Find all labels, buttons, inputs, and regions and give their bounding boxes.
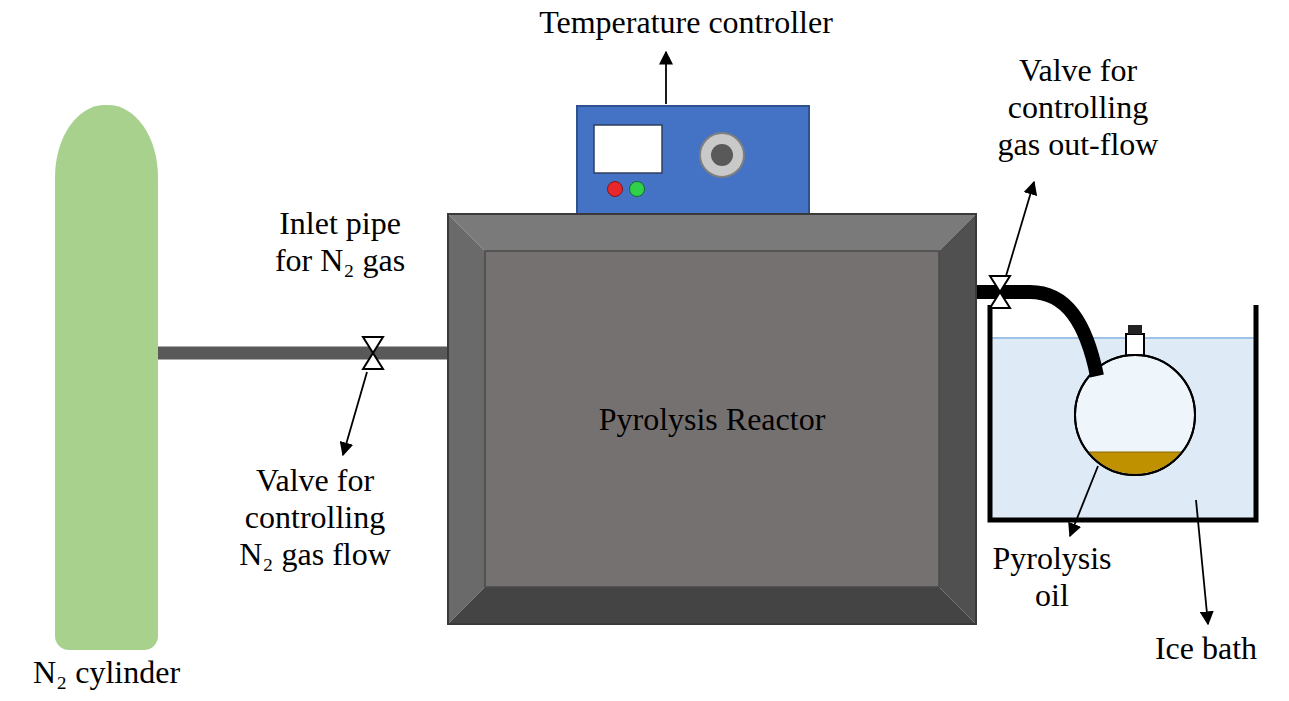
gas-cylinder: N₂ cylinder [55, 105, 158, 650]
reactor-box: Pyrolysis Reactor [447, 213, 977, 625]
label-anchor: Valve for controlling N₂ gas flow [224, 462, 406, 572]
gas-pipe [158, 347, 447, 360]
component-label: Ice bath [1155, 630, 1257, 667]
oil-surface [1076, 452, 1194, 453]
label-anchor: Ice bath [1155, 630, 1257, 667]
component-label: Pyrolysis oil [977, 540, 1127, 614]
water-surface [990, 337, 1256, 339]
inlet-valve [363, 337, 383, 369]
outlet-valve [990, 276, 1010, 308]
red-button [608, 182, 623, 197]
ice-bath-water [990, 338, 1256, 518]
reactor-bevel [939, 213, 977, 625]
component-label: Temperature controller [539, 4, 833, 41]
control-knob [700, 133, 744, 177]
leader-arrow [1196, 500, 1208, 624]
label-anchor: Pyrolysis oil [977, 540, 1127, 614]
leader-arrow [1006, 182, 1034, 276]
leader-arrow [1070, 466, 1098, 536]
controller-screen [594, 125, 662, 173]
pipe-label: Inlet pipe for N₂ gas [260, 205, 420, 279]
reactor-bevel [447, 213, 485, 625]
label-anchor: Valve for controlling gas out-flow [985, 52, 1171, 162]
reactor-outline [448, 214, 976, 624]
ice-bath-container [990, 305, 1256, 520]
reactor-bevel [447, 213, 977, 251]
label-anchor: Temperature controller [539, 4, 833, 41]
reactor-bevel [447, 587, 977, 625]
leader-arrow [343, 372, 367, 455]
label-anchor: Inlet pipe for N₂ gas [260, 205, 420, 279]
reactor-label: Pyrolysis Reactor [599, 401, 826, 438]
knob-center [711, 144, 733, 166]
valve-label: Valve for controlling N₂ gas flow [224, 462, 406, 572]
green-button [630, 182, 645, 197]
temperature-controller [577, 106, 809, 214]
controller-body [577, 106, 809, 214]
cylinder-label: N₂ cylinder [33, 654, 180, 691]
valve-label: Valve for controlling gas out-flow [985, 52, 1171, 162]
flask-stopper [1128, 325, 1142, 334]
reactor-inner [485, 251, 939, 587]
leader-arrow [665, 52, 667, 104]
